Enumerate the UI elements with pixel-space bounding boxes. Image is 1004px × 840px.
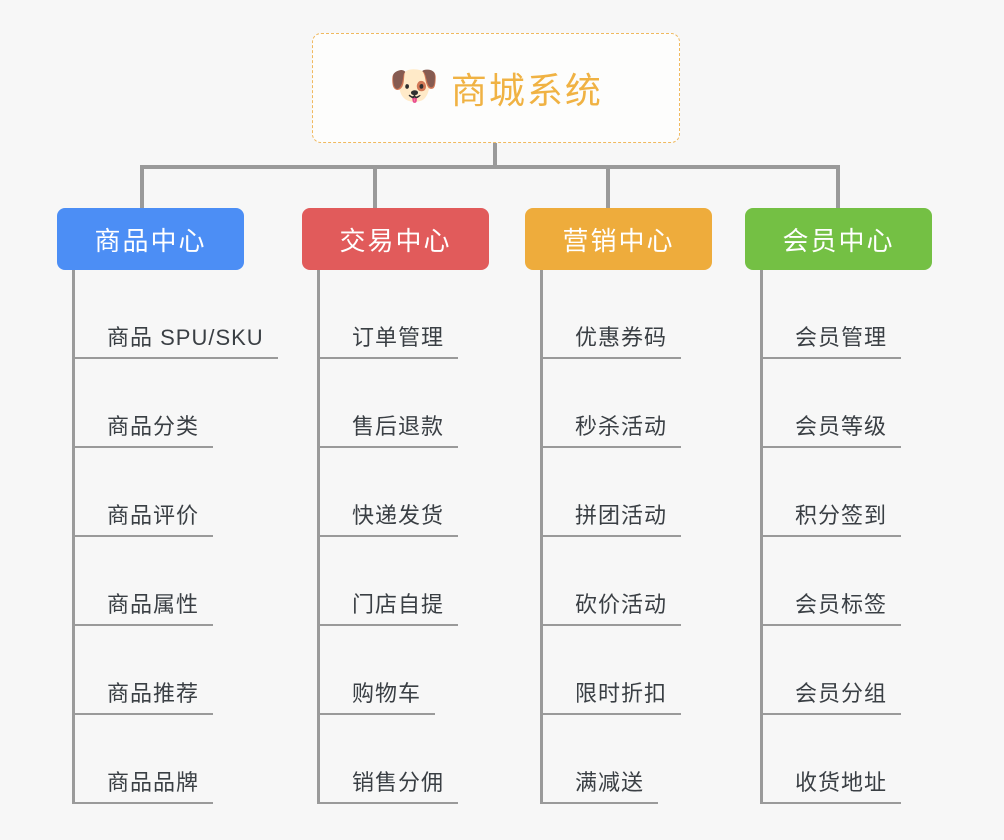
leaf-label: 限时折扣 — [543, 681, 682, 715]
leaf-label: 商品品牌 — [75, 770, 214, 804]
list-item[interactable]: 购物车 — [320, 626, 489, 715]
branch-header-1-label: 商品中心 — [94, 225, 207, 256]
connector-root-stem — [493, 143, 497, 167]
leaf-label: 售后退款 — [320, 414, 459, 448]
leaf-label: 秒杀活动 — [543, 414, 682, 448]
list-item[interactable]: 会员管理 — [763, 270, 932, 359]
leaf-label: 销售分佣 — [320, 770, 459, 804]
list-item[interactable]: 门店自提 — [320, 537, 489, 626]
leaf-list-2: 订单管理 售后退款 快递发货 门店自提 购物车 销售分佣 — [317, 270, 489, 804]
list-item[interactable]: 秒杀活动 — [543, 359, 712, 448]
list-item[interactable]: 销售分佣 — [320, 715, 489, 804]
leaf-label: 收货地址 — [763, 770, 902, 804]
list-item[interactable]: 快递发货 — [320, 448, 489, 537]
list-item[interactable]: 订单管理 — [320, 270, 489, 359]
branch-header-4-label: 会员中心 — [782, 225, 895, 256]
branch-column-4: 会员中心 会员管理 会员等级 积分签到 会员标签 会员分组 收货地址 — [745, 208, 932, 804]
leaf-list-1: 商品 SPU/SKU 商品分类 商品评价 商品属性 商品推荐 商品品牌 — [72, 270, 278, 804]
leaf-label: 快递发货 — [320, 503, 459, 537]
leaf-label: 商品 SPU/SKU — [75, 325, 278, 359]
branch-header-2-label: 交易中心 — [339, 225, 452, 256]
leaf-label: 购物车 — [320, 681, 436, 715]
connector-drop-2 — [373, 165, 377, 209]
list-item[interactable]: 商品推荐 — [75, 626, 244, 715]
leaf-label: 拼团活动 — [543, 503, 682, 537]
list-item[interactable]: 会员等级 — [763, 359, 932, 448]
list-item[interactable]: 积分签到 — [763, 448, 932, 537]
list-item[interactable]: 商品评价 — [75, 448, 244, 537]
branch-header-2[interactable]: 交易中心 — [302, 208, 489, 270]
branch-column-3: 营销中心 优惠券码 秒杀活动 拼团活动 砍价活动 限时折扣 满减送 — [525, 208, 712, 804]
leaf-label: 商品推荐 — [75, 681, 214, 715]
leaf-label: 满减送 — [543, 770, 659, 804]
leaf-label: 订单管理 — [320, 325, 459, 359]
branch-header-4[interactable]: 会员中心 — [745, 208, 932, 270]
leaf-label: 会员等级 — [763, 414, 902, 448]
leaf-label: 商品属性 — [75, 592, 214, 626]
connector-horizontal-bar — [140, 165, 840, 169]
leaf-list-4: 会员管理 会员等级 积分签到 会员标签 会员分组 收货地址 — [760, 270, 932, 804]
leaf-label: 砍价活动 — [543, 592, 682, 626]
connector-drop-3 — [606, 165, 610, 209]
list-item[interactable]: 商品 SPU/SKU — [75, 270, 278, 359]
branch-header-3-label: 营销中心 — [562, 225, 675, 256]
leaf-label: 积分签到 — [763, 503, 902, 537]
list-item[interactable]: 满减送 — [543, 715, 712, 804]
leaf-label: 优惠券码 — [543, 325, 682, 359]
branch-header-1[interactable]: 商品中心 — [57, 208, 244, 270]
connector-drop-1 — [140, 165, 144, 209]
list-item[interactable]: 会员分组 — [763, 626, 932, 715]
list-item[interactable]: 商品品牌 — [75, 715, 244, 804]
branch-column-1: 商品中心 商品 SPU/SKU 商品分类 商品评价 商品属性 商品推荐 商品品牌 — [57, 208, 278, 804]
list-item[interactable]: 限时折扣 — [543, 626, 712, 715]
branch-header-3[interactable]: 营销中心 — [525, 208, 712, 270]
list-item[interactable]: 拼团活动 — [543, 448, 712, 537]
leaf-label: 会员标签 — [763, 592, 902, 626]
list-item[interactable]: 收货地址 — [763, 715, 932, 804]
list-item[interactable]: 商品分类 — [75, 359, 244, 448]
leaf-label: 商品分类 — [75, 414, 214, 448]
list-item[interactable]: 优惠券码 — [543, 270, 712, 359]
list-item[interactable]: 商品属性 — [75, 537, 244, 626]
root-title: 商城系统 — [450, 70, 603, 111]
leaf-label: 会员管理 — [763, 325, 902, 359]
branch-column-2: 交易中心 订单管理 售后退款 快递发货 门店自提 购物车 销售分佣 — [302, 208, 489, 804]
leaf-label: 门店自提 — [320, 592, 459, 626]
leaf-label: 会员分组 — [763, 681, 902, 715]
connector-drop-4 — [836, 165, 840, 209]
root-node[interactable]: 🐶 商城系统 — [312, 33, 680, 143]
list-item[interactable]: 会员标签 — [763, 537, 932, 626]
list-item[interactable]: 砍价活动 — [543, 537, 712, 626]
dog-face-icon: 🐶 — [389, 64, 439, 108]
leaf-label: 商品评价 — [75, 503, 214, 537]
list-item[interactable]: 售后退款 — [320, 359, 489, 448]
leaf-list-3: 优惠券码 秒杀活动 拼团活动 砍价活动 限时折扣 满减送 — [540, 270, 712, 804]
